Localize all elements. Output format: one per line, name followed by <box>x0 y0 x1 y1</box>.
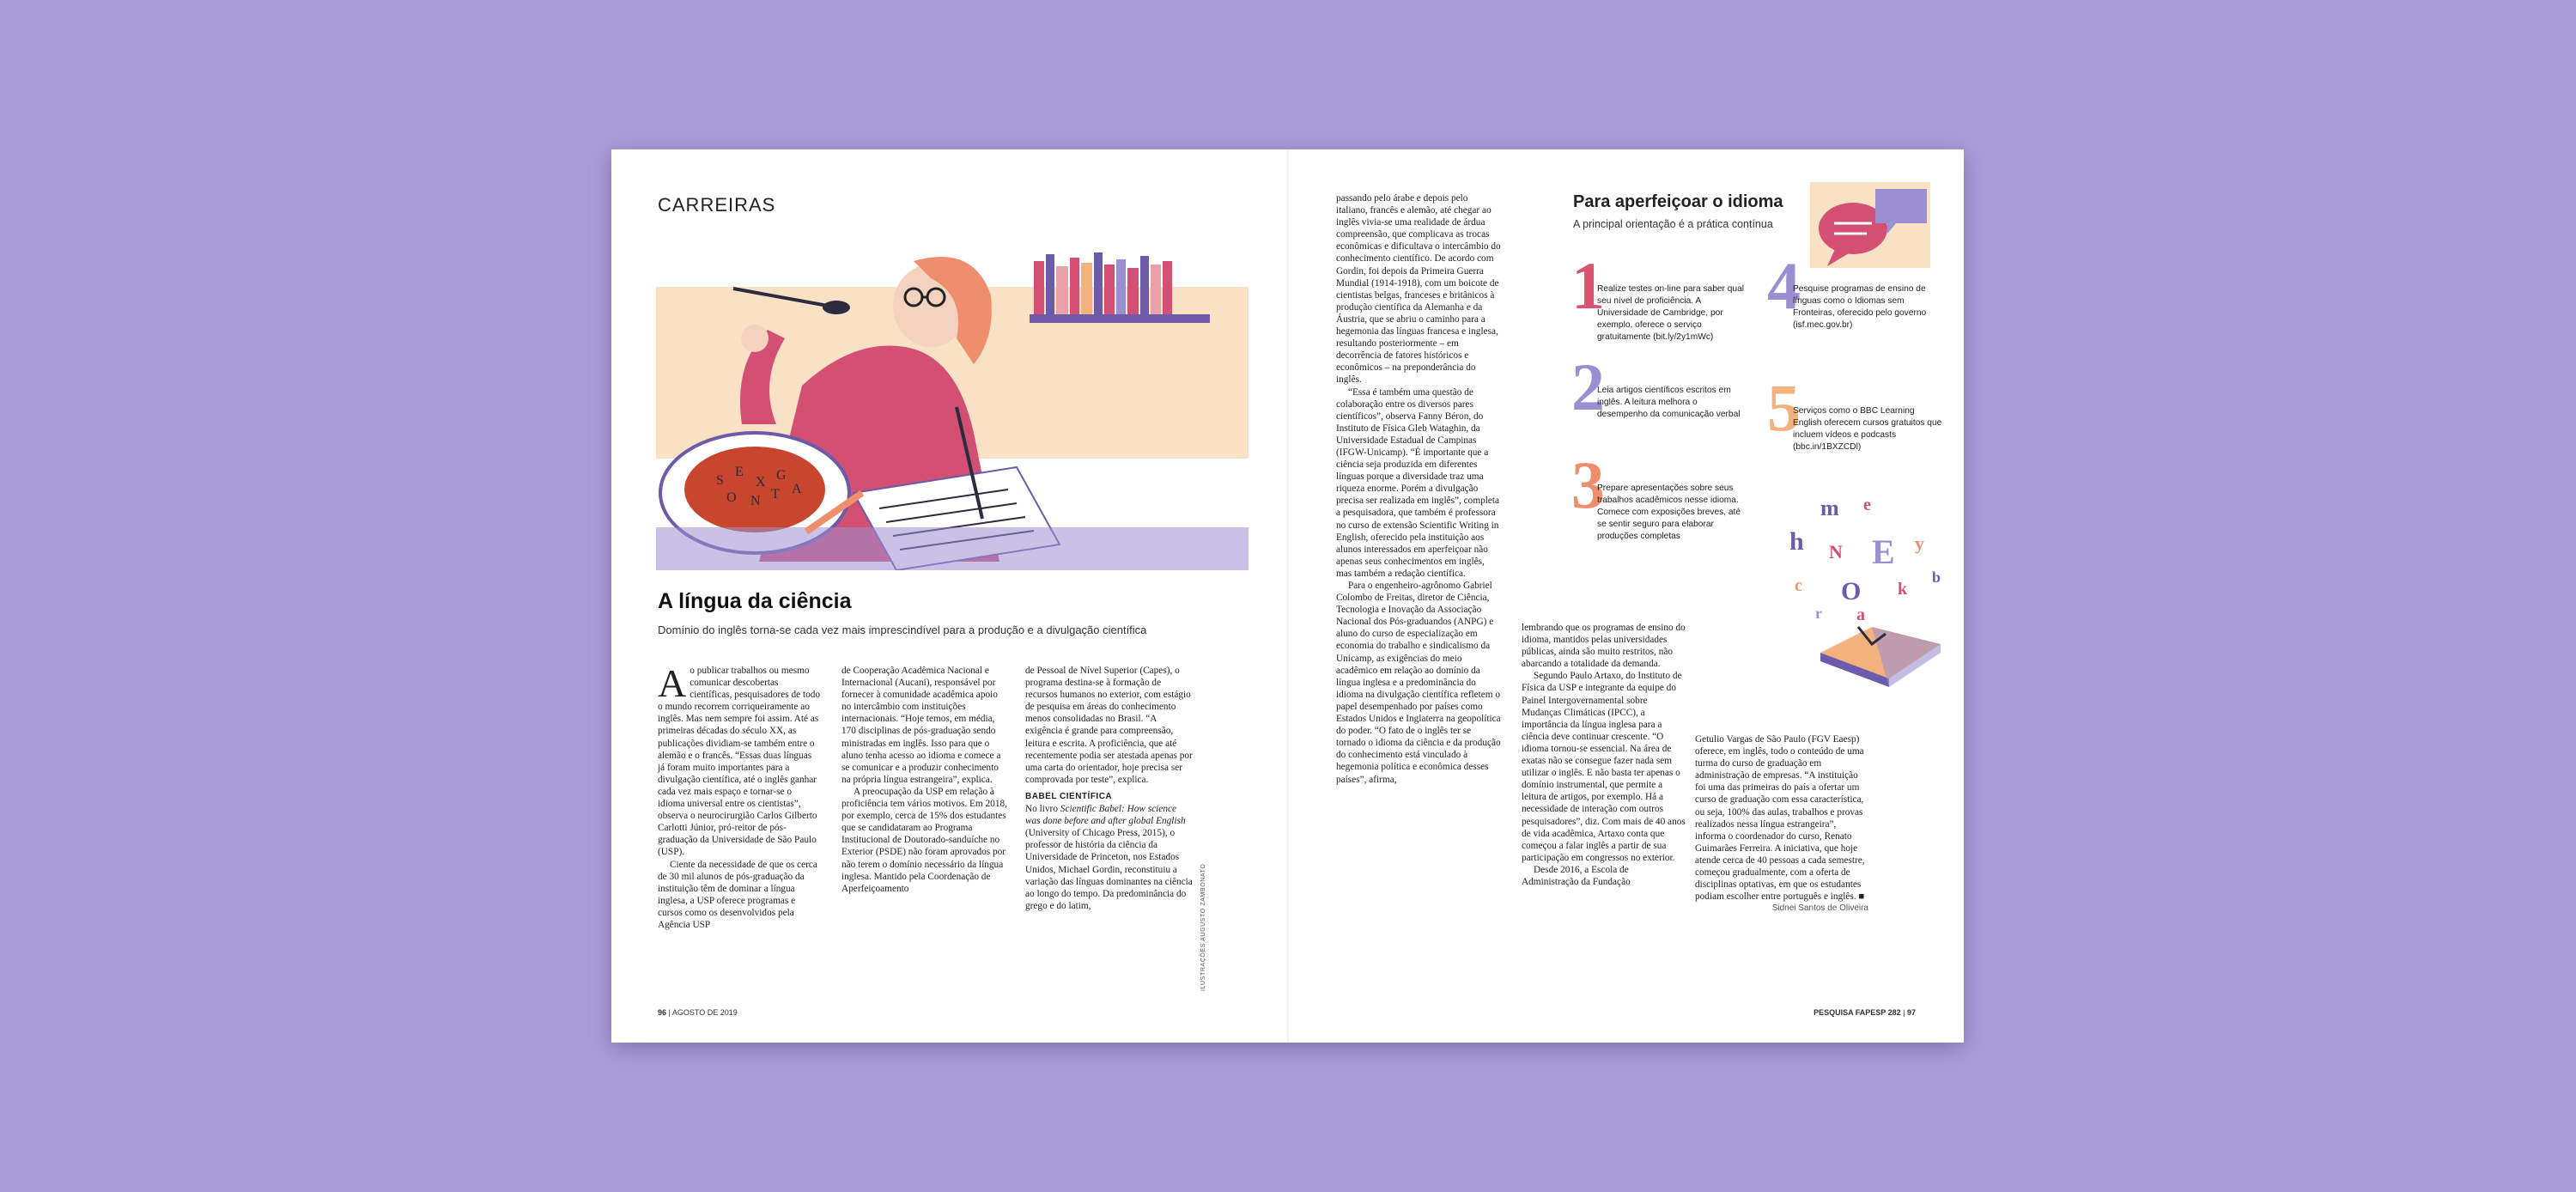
left-column-2: de Cooperação Acadêmica Nacional e Inter… <box>841 665 1010 895</box>
paragraph: No livro <box>1025 804 1060 815</box>
paragraph: Getulio Vargas de São Paulo (FGV Eaesp) … <box>1695 734 1865 903</box>
tip-number: 1 <box>1571 248 1605 323</box>
paragraph: (University of Chicago Press, 2015), o p… <box>1025 828 1193 911</box>
paragraph: o publicar trabalhos ou mesmo comunicar … <box>658 666 821 858</box>
publication-name: PESQUISA FAPESP 282 <box>1814 1008 1901 1017</box>
article-headline: A língua da ciência <box>658 589 852 613</box>
book-title: Scientific Babel: How science was done b… <box>1025 804 1186 827</box>
left-page: CARREIRAS <box>611 149 1287 1043</box>
tip-number: 5 <box>1767 370 1801 445</box>
left-column-3: de Pessoal de Nível Superior (Capes), o … <box>1025 665 1194 912</box>
right-column-3: Getulio Vargas de São Paulo (FGV Eaesp) … <box>1695 733 1868 915</box>
dropcap: A <box>658 661 687 705</box>
tip-text: Leia artigos científicos escritos em ing… <box>1597 386 1741 419</box>
svg-text:G: G <box>776 468 787 483</box>
svg-text:E: E <box>735 465 744 479</box>
svg-text:k: k <box>1898 580 1908 599</box>
flying-letters-book-illustration: m e h N E y c O k b r a <box>1789 496 1941 687</box>
svg-text:O: O <box>1841 577 1861 605</box>
right-column-2: lembrando que os programas de ensino do … <box>1522 622 1686 888</box>
sidebar-title: Para aperfeiçoar o idioma <box>1573 192 1783 211</box>
tip-4: 4 Pesquise programas de ensino de língua… <box>1767 252 1947 347</box>
section-label: CARREIRAS <box>658 194 776 216</box>
page-gutter <box>1287 149 1289 1043</box>
issue-date: AGOSTO DE 2019 <box>671 1008 738 1017</box>
svg-text:b: b <box>1932 569 1941 586</box>
svg-text:N: N <box>750 494 761 508</box>
paragraph: A preocupação da USP em relação à profic… <box>841 786 1007 894</box>
right-page: passando pelo árabe e depois pelo italia… <box>1288 149 1964 1043</box>
tip-text: Realize testes on-line para saber qual s… <box>1597 284 1745 342</box>
svg-text:A: A <box>792 482 802 496</box>
author-signature: Sidnei Santos de Oliveira <box>1771 903 1868 914</box>
right-column-1: passando pelo árabe e depois pelo italia… <box>1336 192 1501 786</box>
sidebar-subtitle: A principal orientação é a prática contí… <box>1573 218 1773 230</box>
paragraph: passando pelo árabe e depois pelo italia… <box>1336 193 1501 386</box>
tip-3: 3 Prepare apresentações sobre seus traba… <box>1571 452 1752 546</box>
paragraph: de Cooperação Acadêmica Nacional e Inter… <box>841 666 1001 785</box>
tip-text: Prepare apresentações sobre seus trabalh… <box>1597 483 1741 541</box>
magazine-spread: CARREIRAS <box>611 149 1964 1043</box>
tip-number: 2 <box>1571 350 1605 424</box>
svg-text:S: S <box>716 473 724 488</box>
svg-text:r: r <box>1815 605 1822 622</box>
svg-text:m: m <box>1820 496 1839 520</box>
end-mark: ■ <box>1858 891 1865 903</box>
article-deck: Domínio do inglês torna-se cada vez mais… <box>658 623 1147 636</box>
svg-text:h: h <box>1789 527 1804 556</box>
svg-text:E: E <box>1872 532 1895 571</box>
svg-text:c: c <box>1795 576 1802 595</box>
svg-text:y: y <box>1915 532 1924 554</box>
left-folio: 96 | AGOSTO DE 2019 <box>658 1008 738 1017</box>
svg-text:X: X <box>756 475 766 490</box>
tip-text: Serviços como o BBC Learning English ofe… <box>1793 406 1942 452</box>
paragraph: Para o engenheiro-agrônomo Gabriel Colom… <box>1336 581 1501 785</box>
tip-text: Pesquise programas de ensino de línguas … <box>1793 284 1927 330</box>
speech-bubbles-illustration <box>1810 182 1930 268</box>
paragraph: “Essa é também uma questão de colaboraçã… <box>1336 386 1500 579</box>
paragraph: de Pessoal de Nível Superior (Capes), o … <box>1025 666 1193 785</box>
illustration-credit: ILUSTRAÇÕES AUGUSTO ZAMBONATO <box>1200 863 1206 991</box>
right-folio: PESQUISA FAPESP 282 | 97 <box>1814 1008 1916 1017</box>
tip-number: 3 <box>1571 447 1605 522</box>
paragraph: lembrando que os programas de ensino do … <box>1522 623 1686 670</box>
tip-1: 1 Realize testes on-line para saber qual… <box>1571 252 1752 347</box>
tip-2: 2 Leia artigos científicos escritos em i… <box>1571 354 1752 440</box>
paragraph: Segundo Paulo Artaxo, do Instituto de Fí… <box>1522 671 1686 863</box>
tip-number: 4 <box>1767 248 1801 323</box>
paragraph: Ciente da necessidade de que os cerca de… <box>658 859 817 930</box>
paragraph: Desde 2016, a Escola de Administração da… <box>1522 864 1631 887</box>
svg-text:O: O <box>726 490 737 505</box>
svg-text:N: N <box>1829 541 1843 563</box>
svg-text:a: a <box>1856 605 1865 624</box>
tip-5: 5 Serviços como o BBC Learning English o… <box>1767 374 1947 460</box>
svg-text:T: T <box>771 487 780 502</box>
subhead: BABEL CIENTÍFICA <box>1025 791 1113 801</box>
page-number: 96 <box>658 1008 667 1017</box>
svg-text:e: e <box>1863 496 1871 514</box>
page-number: 97 <box>1906 1008 1916 1017</box>
